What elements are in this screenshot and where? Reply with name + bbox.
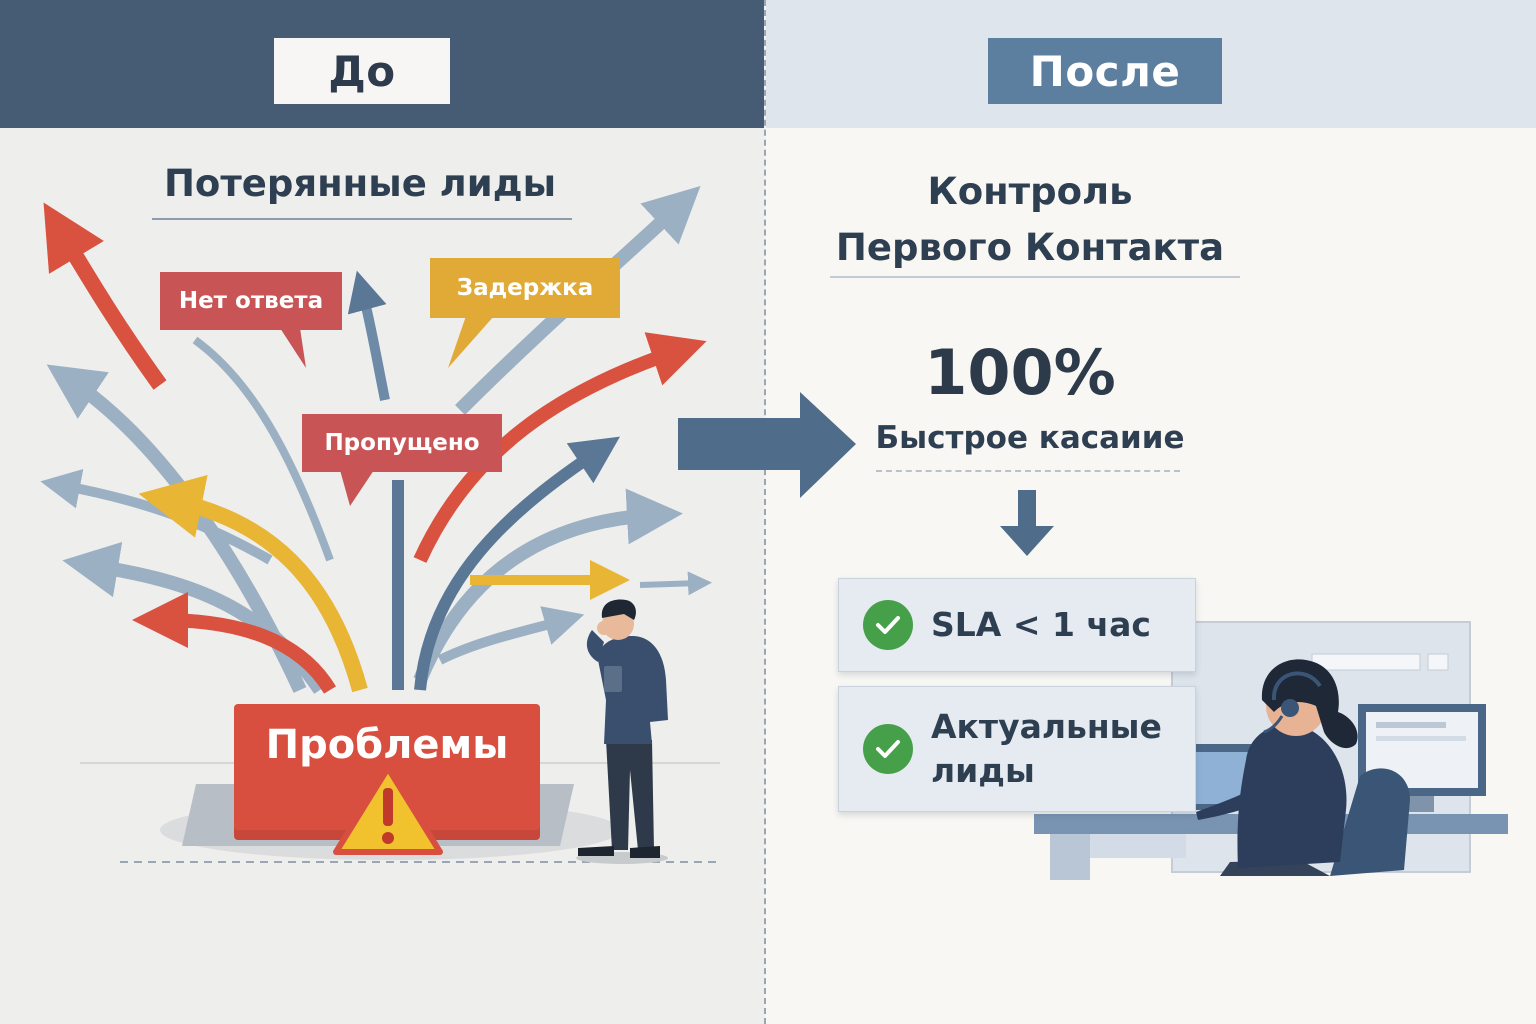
arrow-dark-3	[414, 436, 620, 691]
after-title-line2: Первого Контакта	[835, 226, 1225, 269]
after-title-underline	[830, 276, 1240, 278]
after-title-line1: Контроль	[927, 170, 1133, 213]
warning-layer	[333, 765, 443, 855]
fast-touch-underline	[876, 470, 1180, 472]
check-text: SLA < 1 час	[931, 603, 1151, 647]
problems-label: Проблемы	[265, 722, 509, 768]
bubble-tail-missed	[340, 470, 374, 506]
check-text: Актуальные лиды	[931, 705, 1162, 793]
stressed-person-illustration	[576, 599, 668, 864]
operator-person	[1196, 659, 1410, 876]
check-card-sla: SLA < 1 час	[838, 578, 1196, 672]
warning-triangle-icon	[333, 765, 443, 855]
arrow-blue-7	[437, 606, 585, 665]
arrow-yellow-1	[138, 474, 368, 693]
percent-value: 100%	[924, 336, 1116, 409]
fast-touch-label: Быстрое касаиие	[875, 420, 1185, 456]
arrow-red-2	[132, 592, 336, 694]
arrow-red-3	[413, 332, 707, 563]
arrow-blue-6	[413, 488, 683, 683]
arrow-blue-8	[639, 571, 712, 596]
before-label: До	[274, 38, 450, 104]
bubble-tail-no-answer	[280, 328, 306, 368]
after-title: Контроль Первого Контакта	[820, 164, 1240, 276]
panel-divider	[764, 0, 766, 1024]
check-circle-icon	[863, 724, 913, 774]
check-text-line1: Актуальные	[931, 707, 1162, 746]
bubble-missed: Пропущено	[302, 414, 502, 472]
bubble-tail-delay	[448, 316, 494, 368]
after-label: После	[988, 38, 1222, 104]
bubble-delay: Задержка	[430, 258, 620, 318]
check-circle-icon	[863, 600, 913, 650]
check-text-line2: лиды	[931, 751, 1035, 790]
arrow-red-1	[43, 202, 167, 390]
before-title-underline	[152, 218, 572, 220]
arrow-blue-4	[192, 336, 334, 562]
before-title: Потерянные лиды	[163, 162, 557, 205]
monitor-right	[1358, 704, 1486, 812]
check-card-leads: Актуальные лиды	[838, 686, 1196, 812]
arrow-dark-2	[347, 270, 390, 401]
bubble-no-answer: Нет ответа	[160, 272, 342, 330]
check-text-line1: SLA < 1 час	[931, 605, 1151, 644]
